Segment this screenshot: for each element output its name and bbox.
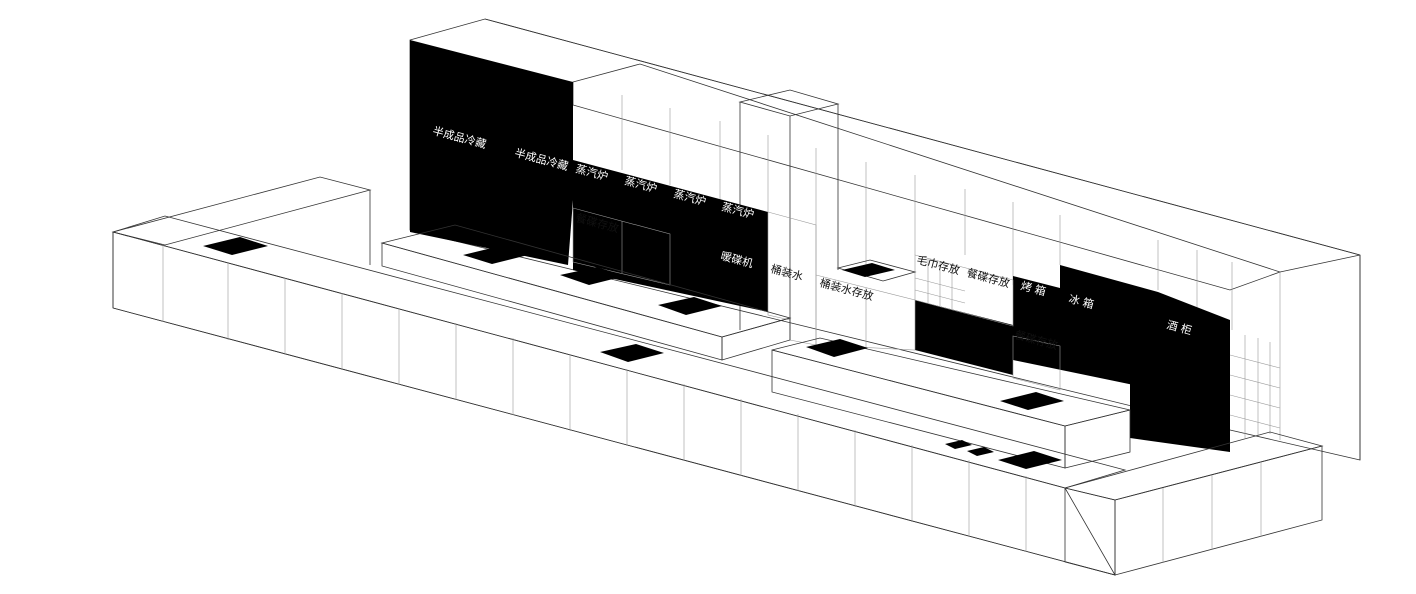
sink-4	[842, 263, 895, 277]
plate-storage-panel-3	[1012, 335, 1061, 391]
right-counter-side	[1064, 409, 1131, 469]
bottled-water-storage-panel	[815, 274, 916, 351]
sink-2	[560, 267, 625, 285]
burner-2	[967, 447, 994, 456]
right-counter-front	[771, 349, 1066, 469]
semi-fridge-panel	[410, 40, 573, 265]
label-plate-storage-2: 餐碟存放	[965, 265, 1011, 290]
wall-top-edge	[484, 18, 1361, 256]
sink-8	[600, 344, 664, 362]
wall-right-top-edge	[1279, 254, 1361, 273]
wine-grid	[1229, 335, 1281, 438]
front-counter	[111, 176, 1324, 576]
left-cabinet-top	[112, 176, 372, 246]
sink-9	[998, 451, 1062, 469]
counter-bottom-edge	[112, 307, 1116, 576]
return-counter-front	[1114, 445, 1323, 576]
back-counter-side	[721, 317, 791, 361]
grid-line	[1229, 394, 1281, 409]
towel-plate-storage-panel	[914, 254, 1014, 327]
back-counter	[380, 224, 792, 361]
grid-line	[914, 289, 966, 304]
sink-6	[1000, 392, 1064, 410]
grid-line	[914, 277, 966, 292]
label-bottled-water: 桶装水	[769, 261, 804, 283]
label-towel-storage: 毛巾存放	[915, 252, 961, 277]
sink-5	[806, 339, 868, 357]
wine-cabinet-panel	[1130, 292, 1230, 452]
towel-grid	[914, 258, 966, 309]
grid-line	[1229, 374, 1281, 389]
black-panels	[410, 40, 1230, 452]
sink-3	[658, 297, 722, 315]
steamer-panel	[573, 160, 768, 312]
sink-1	[463, 246, 528, 264]
grid-line	[1229, 354, 1281, 369]
front-counter-face	[112, 231, 1116, 576]
label-bottled-water-storage: 桶装水存放	[818, 275, 875, 303]
burner-1	[945, 440, 972, 449]
oven-panel	[915, 300, 1013, 375]
label-oven: 烤 箱	[1019, 278, 1047, 298]
tall-cabinet-divisions	[572, 63, 1282, 440]
fridge-oven-panel	[1013, 265, 1158, 390]
right-back-counter	[771, 259, 1131, 469]
island-top	[836, 259, 917, 282]
sink-7	[203, 237, 268, 255]
grid-line	[1229, 414, 1281, 429]
label-fridge: 冰 箱	[1067, 291, 1095, 311]
front-counter-divisions	[162, 245, 1262, 563]
label-wine-cabinet: 酒 柜	[1165, 318, 1193, 337]
